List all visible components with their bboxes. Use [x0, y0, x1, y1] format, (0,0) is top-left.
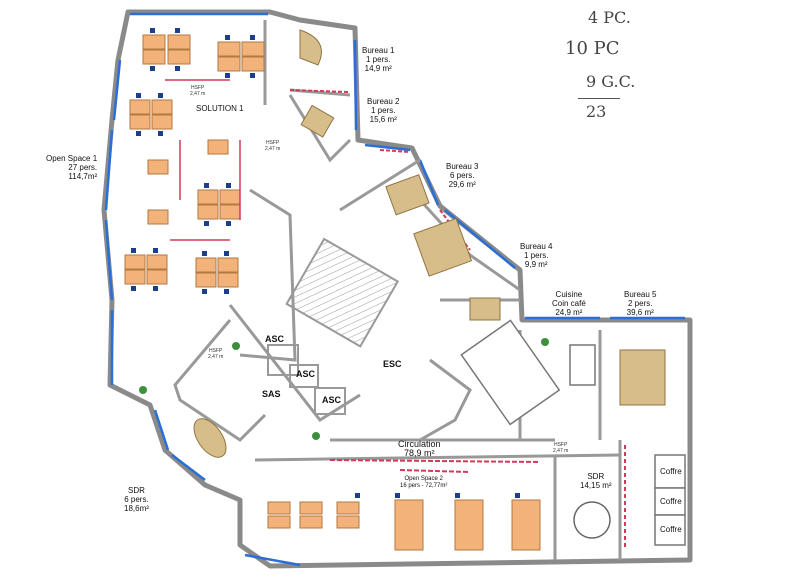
room-capacity: 1 pers.	[366, 55, 391, 64]
hsfp-note: HSFP 2,47 m	[208, 348, 223, 360]
handwritten-note-line-2: 10 PC	[565, 38, 620, 59]
room-label-open-space-1: Open Space 1 27 pers. 114,7m²	[46, 154, 97, 181]
hsfp-note: HSFP 2,47 m	[265, 140, 280, 152]
room-name: SOLUTION 1	[196, 104, 244, 113]
handwritten-total: 23	[586, 102, 607, 121]
building-core	[267, 237, 400, 415]
hsfp-note: HSFP 2,47 m	[553, 442, 568, 454]
room-area: 24,9 m²	[555, 308, 583, 317]
room-area: 39,6 m²	[626, 308, 654, 317]
room-area: 14,15 m²	[580, 481, 612, 490]
room-name: Bureau 2	[367, 97, 400, 106]
hsfp-height: 2,47 m	[208, 354, 224, 360]
kitchen-counter	[460, 319, 596, 426]
room-label-cuisine: Cuisine Coin café 24,9 m²	[552, 290, 586, 317]
room-label-bureau-3: Bureau 3 6 pers. 29,6 m²	[446, 162, 478, 189]
room-capacity: 27 pers.	[68, 163, 98, 172]
room-capacity: 6 pers.	[450, 171, 475, 180]
room-name: Bureau 4	[520, 242, 553, 251]
label-asc-3: ASC	[322, 395, 342, 405]
hsfp-note: HSFP 2,47 m	[190, 85, 205, 97]
room-area: 18,6m²	[124, 504, 149, 513]
hsfp-label: HSFP	[208, 348, 223, 354]
plants	[139, 338, 549, 440]
room-label-bureau-1: Bureau 1 1 pers. 14,9 m²	[362, 46, 394, 73]
room-area: 15,6 m²	[369, 115, 397, 124]
hsfp-height: 2,47 m	[190, 91, 206, 97]
hsfp-height: 2,47 m	[553, 448, 569, 454]
room-subtitle: Coin café	[552, 299, 586, 308]
room-name: Cuisine	[555, 290, 583, 299]
room-label-bureau-2: Bureau 2 1 pers. 15,6 m²	[367, 97, 399, 124]
label-sas: SAS	[262, 389, 281, 399]
label-coffre-2: Coffre	[660, 497, 682, 506]
room-name: Open Space 2	[404, 476, 443, 482]
sdr-round-table	[573, 501, 611, 539]
office-desks	[193, 29, 666, 458]
room-capacity: 1 pers.	[524, 251, 549, 260]
hsfp-label: HSFP	[265, 140, 280, 146]
hsfp-label: HSFP	[190, 85, 205, 91]
room-name: Bureau 1	[362, 46, 395, 55]
room-name: Circulation	[398, 439, 441, 449]
chairs	[131, 28, 520, 498]
room-label-solution-1: SOLUTION 1	[196, 104, 244, 113]
room-label-circulation: Circulation 78,9 m²	[398, 440, 441, 458]
label-esc: ESC	[383, 359, 402, 369]
room-capacity: 6 pers.	[124, 495, 149, 504]
room-area: 78,9 m²	[404, 448, 435, 458]
open-space-1-partitions	[165, 79, 241, 241]
label-coffre-3: Coffre	[660, 525, 682, 534]
hsfp-height: 2,47 m	[265, 146, 281, 152]
handwritten-note-line-1: 4 PC.	[588, 8, 631, 27]
handwritten-divider	[578, 98, 620, 99]
room-area: 14,9 m²	[364, 64, 392, 73]
room-label-open-space-2: Open Space 2 16 pers - 72,77m²	[400, 476, 447, 490]
label-coffre-1: Coffre	[660, 467, 682, 476]
internal-walls	[173, 20, 622, 560]
label-asc-1: ASC	[265, 334, 285, 344]
handwritten-note-line-3: 9 G.C.	[586, 72, 636, 91]
room-name: SDR	[587, 472, 605, 481]
coffres	[654, 454, 686, 546]
room-capacity: 1 pers.	[371, 106, 396, 115]
room-name: Bureau 3	[446, 162, 479, 171]
room-label-sdr-left: SDR 6 pers. 18,6m²	[124, 486, 149, 513]
room-name: SDR	[128, 486, 145, 495]
room-label-bureau-4: Bureau 4 1 pers. 9,9 m²	[520, 242, 552, 269]
room-label-sdr-right: SDR 14,15 m²	[580, 472, 612, 490]
room-name: Bureau 5	[624, 290, 657, 299]
room-name: Open Space 1	[46, 154, 98, 163]
open-space-1-desks	[124, 34, 265, 288]
hsfp-label: HSFP	[553, 442, 568, 448]
label-asc-2: ASC	[296, 369, 316, 379]
room-capacity: 16 pers - 72,77m²	[400, 483, 448, 489]
room-area: 9,9 m²	[524, 260, 548, 269]
room-area: 114,7m²	[68, 172, 98, 181]
room-capacity: 2 pers.	[628, 299, 653, 308]
room-label-bureau-5: Bureau 5 2 pers. 39,6 m²	[624, 290, 656, 317]
open-space-2-desks	[267, 499, 541, 551]
room-area: 29,6 m²	[448, 180, 476, 189]
